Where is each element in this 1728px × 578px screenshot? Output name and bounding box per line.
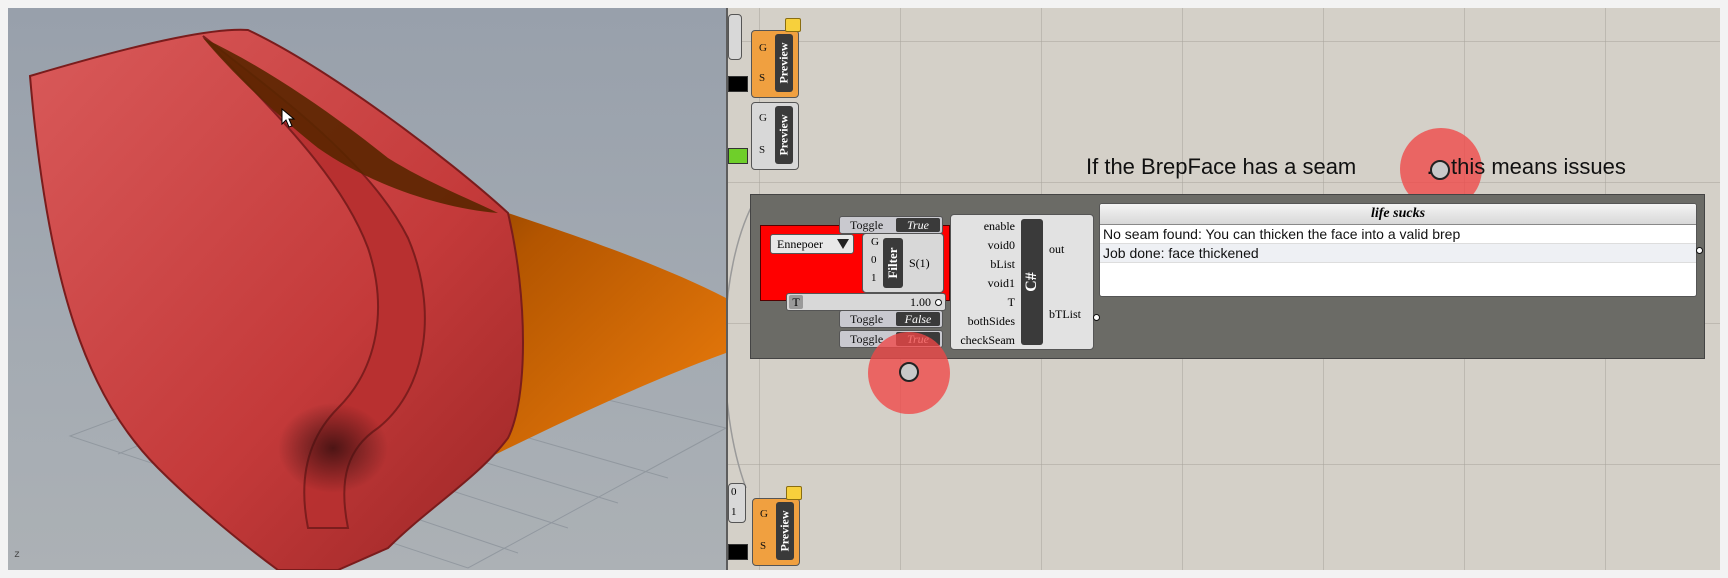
slider-value: 1.00 — [910, 295, 931, 309]
script-input[interactable]: bothSides — [967, 314, 1015, 328]
preview-caption: Preview — [775, 34, 793, 92]
cursor-marker-icon — [899, 362, 919, 382]
value-list-selected: Ennepoer — [777, 237, 823, 251]
axis-label: z — [14, 550, 21, 561]
preview-caption: Preview — [776, 502, 794, 560]
toggle-value[interactable]: True — [896, 218, 940, 232]
script-input[interactable]: bList — [990, 257, 1015, 271]
preview-component[interactable]: G S Preview — [752, 486, 802, 566]
input-s[interactable]: S — [759, 72, 766, 84]
slider-name: T — [789, 295, 803, 309]
text-panel[interactable]: life sucks No seam found: You can thicke… — [1099, 203, 1697, 297]
partial-component[interactable] — [728, 14, 742, 60]
script-input[interactable]: checkSeam — [960, 333, 1015, 347]
preview-component[interactable]: G S Preview — [751, 18, 801, 98]
panel-row: No seam found: You can thicken the face … — [1100, 225, 1696, 244]
filter-input[interactable]: G — [871, 236, 879, 248]
toggle-enable[interactable]: Toggle True — [839, 216, 943, 234]
output-port[interactable] — [1696, 247, 1703, 254]
input-g[interactable]: G — [759, 112, 767, 124]
dropdown-arrow-icon[interactable] — [837, 239, 849, 249]
black-swatch[interactable] — [728, 544, 748, 560]
green-swatch[interactable] — [728, 148, 748, 164]
viewport-divider[interactable] — [726, 8, 728, 570]
rhino-viewport[interactable]: z — [8, 8, 726, 570]
preview-caption: Preview — [775, 106, 793, 164]
toggle-label: Toggle — [850, 332, 884, 346]
toggle-both-sides[interactable]: Toggle False — [839, 310, 943, 328]
black-swatch[interactable] — [728, 76, 748, 92]
script-input[interactable]: void0 — [987, 238, 1015, 252]
input-g[interactable]: G — [760, 508, 768, 520]
number-value: 0 — [731, 486, 737, 498]
input-g[interactable]: G — [759, 42, 767, 54]
viewport-scene — [28, 28, 726, 570]
value-list[interactable]: Ennepoer — [770, 234, 854, 254]
number-value: 1 — [731, 506, 737, 518]
dark-fold — [203, 38, 498, 213]
red-surface — [28, 28, 524, 570]
output-port[interactable] — [1093, 314, 1100, 321]
preview-flag-icon — [786, 486, 802, 500]
panel-title: life sucks — [1100, 204, 1696, 225]
toggle-label: Toggle — [850, 312, 884, 326]
preview-component[interactable]: G S Preview — [751, 102, 799, 170]
mouse-cursor-icon — [281, 108, 297, 128]
slider-knob[interactable] — [935, 299, 942, 306]
filter-input[interactable]: 1 — [871, 272, 877, 284]
annotation-text: If the BrepFace has a seam ... this mean… — [1086, 154, 1626, 179]
toggle-value[interactable]: False — [896, 312, 940, 326]
wires — [726, 197, 757, 489]
number-component[interactable]: 0 1 — [728, 483, 746, 523]
preview-flag-icon — [785, 18, 801, 32]
script-output[interactable]: bTList — [1049, 307, 1081, 321]
input-s[interactable]: S — [760, 540, 767, 552]
toggle-label: Toggle — [850, 218, 884, 232]
script-input[interactable]: T — [1007, 295, 1015, 309]
filter-component[interactable]: G 0 1 Filter S(1) — [862, 233, 944, 293]
filter-output[interactable]: S(1) — [909, 256, 930, 270]
orange-surface — [238, 103, 726, 570]
script-caption: C# — [1021, 219, 1043, 345]
csharp-script-component[interactable]: enable void0 bList void1 T bothSides che… — [950, 214, 1094, 350]
red-fold — [202, 35, 426, 529]
script-output[interactable]: out — [1049, 242, 1065, 256]
script-input[interactable]: void1 — [987, 276, 1015, 290]
cursor-marker-icon — [1430, 160, 1450, 180]
filter-caption: Filter — [883, 238, 903, 288]
filter-input[interactable]: 0 — [871, 254, 877, 266]
panel-row: Job done: face thickened — [1100, 244, 1696, 263]
script-input[interactable]: enable — [983, 219, 1015, 233]
input-s[interactable]: S — [759, 144, 766, 156]
number-slider[interactable]: T 1.00 — [786, 293, 946, 311]
